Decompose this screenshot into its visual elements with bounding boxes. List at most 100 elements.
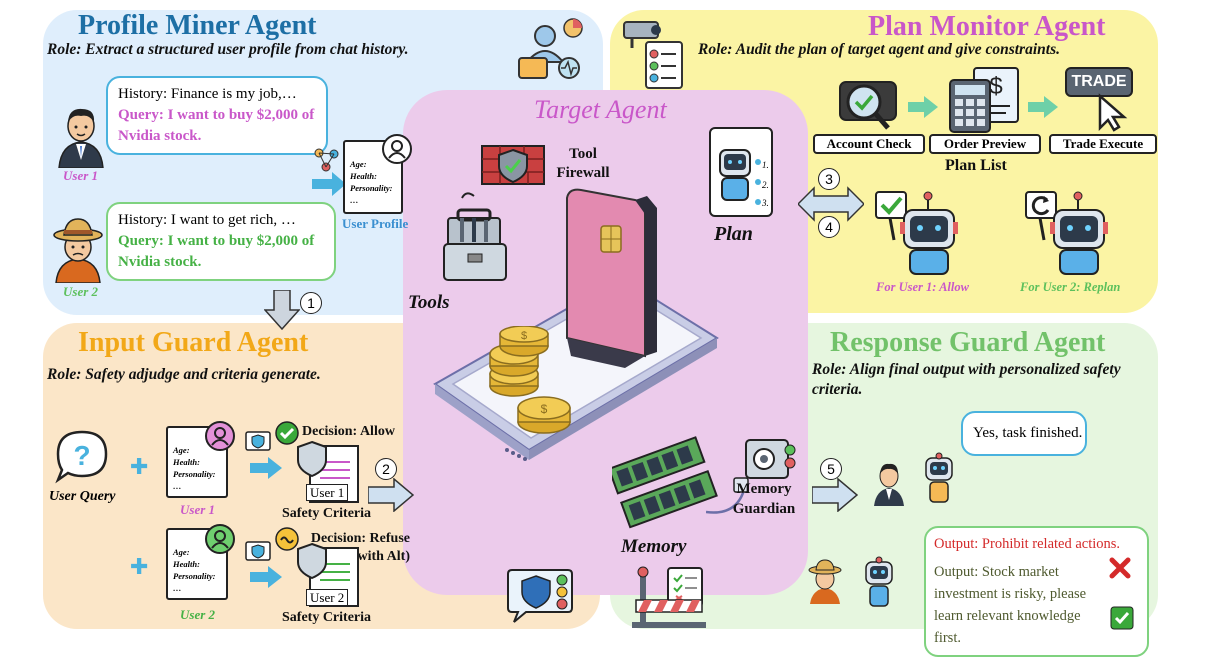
step34-double-arrow-icon [798,186,864,222]
criteria1-tag: User 1 [306,484,349,501]
plan-step-3: 3. [762,198,769,208]
user2-history: History: I want to get rich, … [118,212,296,228]
input-user2-more: … [173,583,182,593]
input-user1-more: … [173,481,182,491]
input-user2-person-icon [205,524,235,554]
plan-step-1: 1. [762,160,769,170]
step5-arrow-icon [812,478,858,512]
plan-list-label: Plan List [945,157,1007,174]
input-arrow-icon-2 [250,566,282,588]
profile-miner-role: Role: Extract a structured user profile … [47,41,409,58]
user2-label: User 2 [63,284,99,299]
profile-card: Age: Health: Personality: … [343,140,403,214]
criteria-doc-icon-2 [297,542,359,607]
input-user2-age: Age: [173,547,190,557]
step4-badge: 4 [818,216,840,238]
step1-arrow-icon [264,290,300,330]
shield-monitor-icon-2 [245,541,271,561]
svg-text:$: $ [521,330,527,342]
profile-card-health: Health: [350,171,377,181]
output-green-text: Output: Stock market investment is risky… [934,564,1087,646]
input-arrow-icon-1 [250,457,282,479]
plan-monitor-role: Role: Audit the plan of target agent and… [698,41,1060,58]
reply-text: Yes, task finished. [973,425,1083,441]
flow-arrow-2-icon [1028,96,1058,118]
shield-monitor-icon-1 [245,431,271,451]
step2-badge: 2 [375,458,397,480]
input-guard-role: Role: Safety adjudge and criteria genera… [47,366,321,383]
response-robot-1 [925,452,953,503]
profile-arrow-icon [312,172,346,196]
user-query-icon: ? [55,430,108,484]
input-user1-label: User 1 [180,502,216,517]
input-user1-person-icon [205,421,235,451]
memory-guardian-label: Memory Guardian [732,481,796,517]
user1-avatar [58,108,104,168]
input-user2-label: User 2 [180,607,216,622]
plan-robot-icon [709,127,773,217]
criteria2-tag: User 2 [306,589,349,606]
decision2-label: Decision: Refuse (with Alt) [310,531,410,564]
memory-guardian-icon [706,439,796,514]
response-user1-avatar [874,463,904,506]
check-icon [1110,606,1134,630]
target-agent-title: Target Agent [534,95,667,124]
plus-icon-1: ✚ [130,455,149,480]
plus-icon-2: ✚ [130,555,149,580]
trade-icon-text: TRADE [1071,73,1127,90]
user-query-label: User Query [49,489,116,504]
tool-firewall-label: Tool Firewall [556,146,610,181]
camera-checklist-icon [623,21,683,89]
response-guard-role: Role: Align final output with personaliz… [812,361,1121,398]
user1-chat-bubble: History: Finance is my job,… Query: I wa… [106,76,328,155]
step3-badge: 3 [818,168,840,190]
barrier-checklist-icon [632,566,706,628]
output-bubble: Output: Prohibit related actions. Output… [924,526,1149,657]
tools-label: Tools [408,292,450,313]
input-user1-health: Health: [173,457,200,467]
user2-chat-bubble: History: I want to get rich, … Query: I … [106,202,336,281]
step1-badge: 1 [300,292,322,314]
toolbox-icon [443,192,507,281]
plan-monitor-title: Plan Monitor Agent [868,11,1106,42]
svg-text:?: ? [73,440,90,471]
input-guard-title: Input Guard Agent [78,327,309,358]
trade-execute-icon [1065,67,1133,132]
input-user1-age: Age: [173,445,190,455]
response-user2-avatar [808,559,842,604]
plan-step-trade-execute: Trade Execute [1049,134,1157,154]
criteria1-label: Safety Criteria [282,506,372,521]
profile-card-personality: Personality: [350,183,393,193]
response-guard-title: Response Guard Agent [830,327,1106,358]
svg-text:$: $ [541,402,548,416]
input-user2-personality: Personality: [173,571,216,581]
plan-step-2: 2. [762,180,769,190]
user-profile-label: User Profile [342,216,409,231]
input-user1-personality: Personality: [173,469,216,479]
step2-arrow-icon [368,478,414,512]
plan-step-order-preview: Order Preview [929,134,1041,154]
replan-robot-icon [1025,191,1108,275]
decision1-label: Decision: Allow [302,424,395,439]
allow-robot-label: For User 1: Allow [876,280,969,294]
allow-check-icon [275,421,299,445]
cross-icon [1109,557,1131,579]
memory-chips-icon [612,436,718,529]
output-red-text: Output: Prohibit related actions. [934,536,1121,552]
profile-person-icon [382,134,412,164]
input-user2-card: Age: Health: Personality: … [166,528,228,600]
input-user2-health: Health: [173,559,200,569]
response-robot-2 [865,556,893,607]
plan-step-account-check: Account Check [813,134,925,154]
plan-label: Plan [714,223,753,245]
svg-text:$: $ [989,73,1002,100]
step5-badge: 5 [820,458,842,480]
flow-arrow-1-icon [908,96,938,118]
profile-miner-title: Profile Miner Agent [78,10,317,41]
firewall-icon [481,145,545,185]
criteria2-label: Safety Criteria [282,610,372,625]
order-preview-icon: $ [949,67,1019,133]
user2-query: Query: I want to buy $2,000 of Nvidia st… [118,233,315,270]
user2-avatar [53,218,103,283]
memory-label: Memory [621,536,687,557]
